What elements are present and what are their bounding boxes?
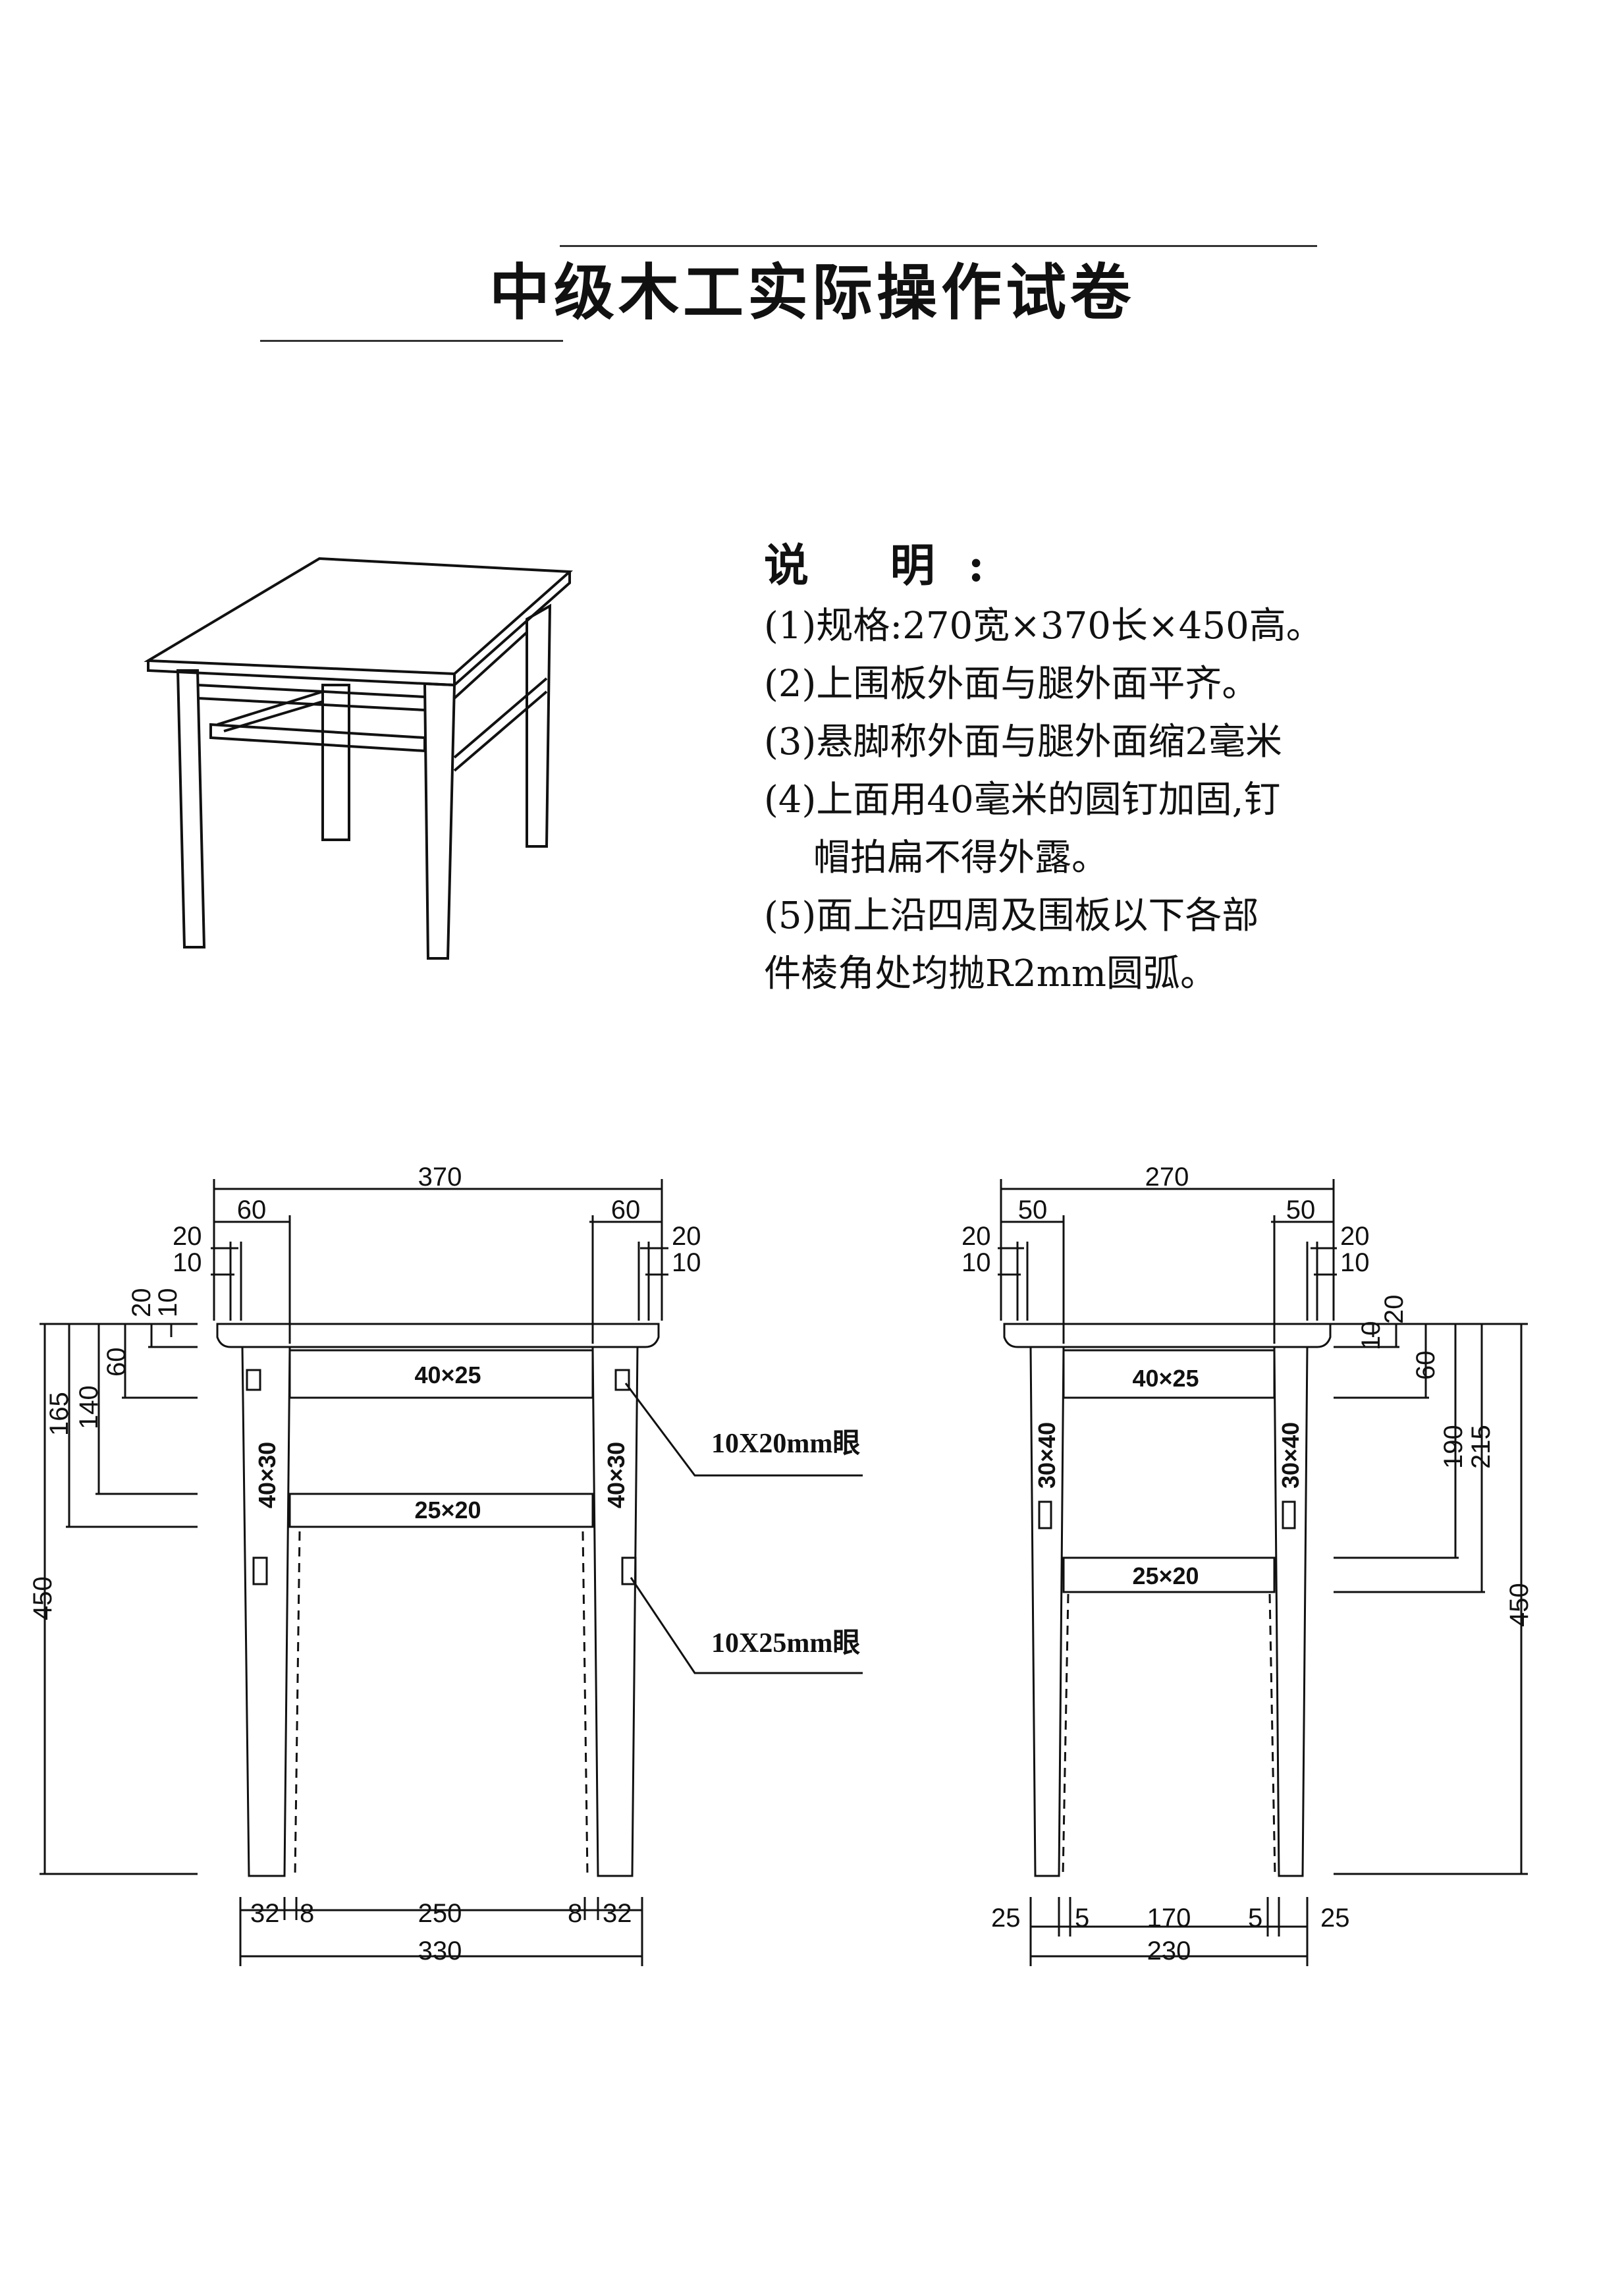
label-side-upper-rail: 40×25	[1132, 1365, 1199, 1392]
rail-front-lower	[209, 723, 426, 753]
note-item-2: (2)上围板外面与腿外面平齐。	[764, 663, 1259, 705]
side-lower-rail	[1062, 1556, 1276, 1593]
note-item-5: (5)面上沿四周及围板以下各部	[764, 894, 1259, 937]
note-item-1: (1)规格:270宽×370长×450高。	[764, 605, 1323, 647]
dim-v-165: 165	[45, 1392, 74, 1436]
front-lower-rail	[288, 1493, 594, 1528]
dim-bottom-total: 330	[418, 1937, 462, 1965]
leg-front-left	[176, 669, 206, 948]
dim-top-10-right: 10	[672, 1248, 701, 1277]
dim-bottom-8-left: 8	[300, 1899, 314, 1928]
dim-overhang-right: 60	[611, 1195, 641, 1224]
label-lower-rail: 25×20	[414, 1497, 481, 1524]
dim-v-140: 140	[74, 1385, 103, 1429]
title-rule-top	[560, 245, 1317, 247]
dim-v-10: 10	[153, 1288, 182, 1318]
dim-side-v-215: 215	[1467, 1425, 1496, 1469]
notes-heading: 说 明:	[764, 539, 1017, 592]
front-tabletop	[216, 1323, 660, 1348]
note-item-4: (4)上面用40毫米的圆钉加固,钉	[764, 779, 1281, 821]
label-side-leg-left: 30×40	[1033, 1422, 1060, 1489]
dim-top-20-left: 20	[173, 1222, 202, 1251]
callout-mortise-upper: 10X20mm眼	[711, 1429, 860, 1459]
dim-overall-length: 370	[418, 1163, 462, 1192]
dim-bottom-32-right: 32	[603, 1899, 632, 1928]
dim-top-20-right: 20	[672, 1222, 701, 1251]
front-leg-right	[591, 1346, 639, 1877]
dim-side-v-10: 10	[1357, 1321, 1386, 1351]
dim-side-20-left: 20	[961, 1222, 991, 1251]
label-leg-left: 40×30	[254, 1442, 281, 1508]
dim-side-10-right: 10	[1340, 1248, 1370, 1277]
dim-side-bottom-total: 230	[1147, 1937, 1191, 1965]
dim-height: 450	[28, 1576, 57, 1620]
notes-block: 说 明: (1)规格:270宽×370长×450高。 (2)上围板外面与腿外面平…	[764, 537, 1554, 1003]
dim-side-overhang-right: 50	[1286, 1195, 1316, 1224]
dim-side-20-right: 20	[1340, 1222, 1370, 1251]
side-upper-apron	[1062, 1349, 1276, 1399]
dim-v-60: 60	[102, 1348, 131, 1377]
dim-overhang-left: 60	[237, 1195, 267, 1224]
front-leg-left	[241, 1346, 291, 1877]
dim-side-v-190: 190	[1439, 1425, 1468, 1469]
dim-v-20: 20	[127, 1288, 156, 1318]
dim-bottom-250: 250	[418, 1899, 462, 1928]
dim-side-bottom-25-right: 25	[1320, 1904, 1350, 1933]
dim-side-height: 450	[1505, 1583, 1534, 1627]
dim-bottom-32-left: 32	[250, 1899, 280, 1928]
dim-top-10-left: 10	[173, 1248, 202, 1277]
side-leg-left	[1029, 1346, 1065, 1877]
dim-side-bottom-170: 170	[1147, 1904, 1191, 1933]
page-title: 中级木工实际操作试卷	[489, 257, 1135, 328]
dim-side-10-left: 10	[961, 1248, 991, 1277]
label-side-lower-rail: 25×20	[1132, 1562, 1199, 1589]
dim-side-bottom-5-right: 5	[1248, 1904, 1262, 1933]
front-upper-apron	[288, 1349, 594, 1399]
dim-side-v-20: 20	[1380, 1295, 1409, 1325]
note-item-4-cont: 帽拍扁不得外露。	[813, 837, 1108, 879]
label-leg-right: 40×30	[603, 1442, 630, 1508]
note-item-5-cont: 件棱角处均抛R2mm圆弧。	[764, 952, 1217, 995]
dim-side-overhang-left: 50	[1018, 1195, 1048, 1224]
leg-back-right	[526, 603, 552, 848]
label-upper-rail: 40×25	[414, 1361, 481, 1388]
side-tabletop	[1003, 1323, 1332, 1348]
note-item-3: (3)悬脚称外面与腿外面缩2毫米	[764, 721, 1282, 763]
title-rule-bottom	[260, 340, 563, 342]
side-leg-right	[1273, 1346, 1309, 1877]
leg-back-left	[321, 684, 350, 841]
leg-front-right	[423, 682, 456, 960]
dim-side-bottom-25-left: 25	[991, 1904, 1021, 1933]
dim-bottom-8-right: 8	[568, 1899, 582, 1928]
dim-side-v-60: 60	[1411, 1351, 1440, 1381]
dim-overall-width: 270	[1145, 1163, 1189, 1192]
label-side-leg-right: 30×40	[1277, 1422, 1304, 1489]
dim-side-bottom-5-left: 5	[1075, 1904, 1089, 1933]
callout-mortise-lower: 10X25mm眼	[711, 1628, 860, 1659]
